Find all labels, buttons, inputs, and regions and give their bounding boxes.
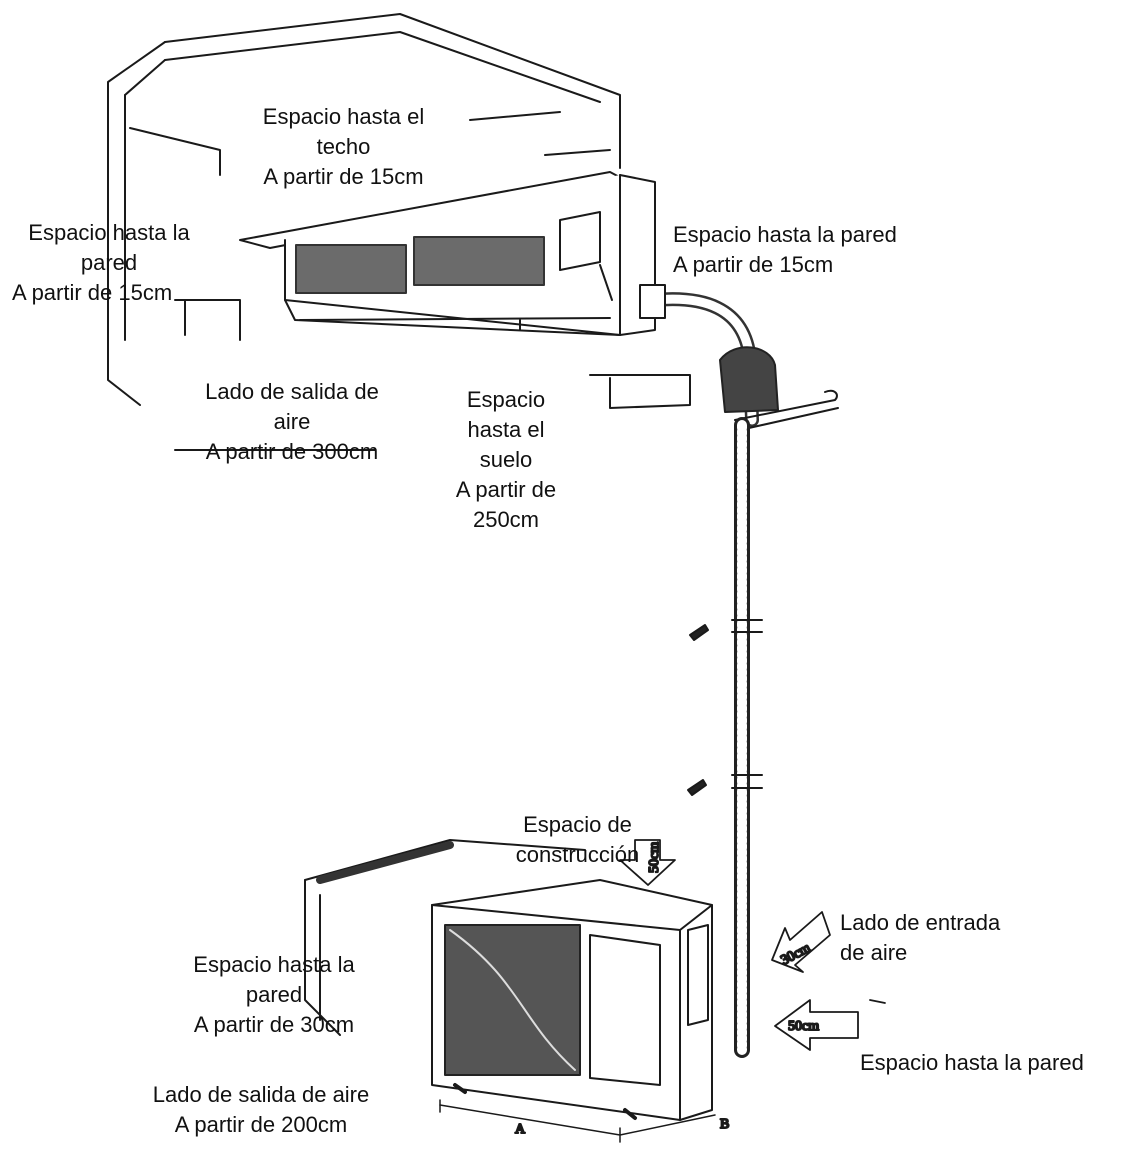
clearance-arrows: [619, 839, 886, 1051]
room-outline: [107, 13, 691, 451]
outdoor-unit: [431, 879, 713, 1121]
wall-screws: [687, 624, 709, 796]
indoor-unit: [239, 171, 656, 336]
dimension-a-mark: A: [515, 1122, 526, 1137]
outdoor-rear-wall-label: Espacio hasta la pared: [860, 1050, 1084, 1075]
arrow-construction: [619, 839, 676, 886]
dimension-b-mark: B: [720, 1117, 729, 1132]
arrow-wall-mark: 50cm: [788, 1019, 819, 1034]
refrigerant-pipe: [639, 284, 839, 1058]
arrow-construction-mark: 50cm: [647, 842, 662, 873]
arrow-inlet: [771, 911, 831, 973]
dimension-lines: [439, 1099, 716, 1143]
outdoor-wall: [304, 839, 586, 1036]
arrow-wall: [774, 999, 859, 1051]
